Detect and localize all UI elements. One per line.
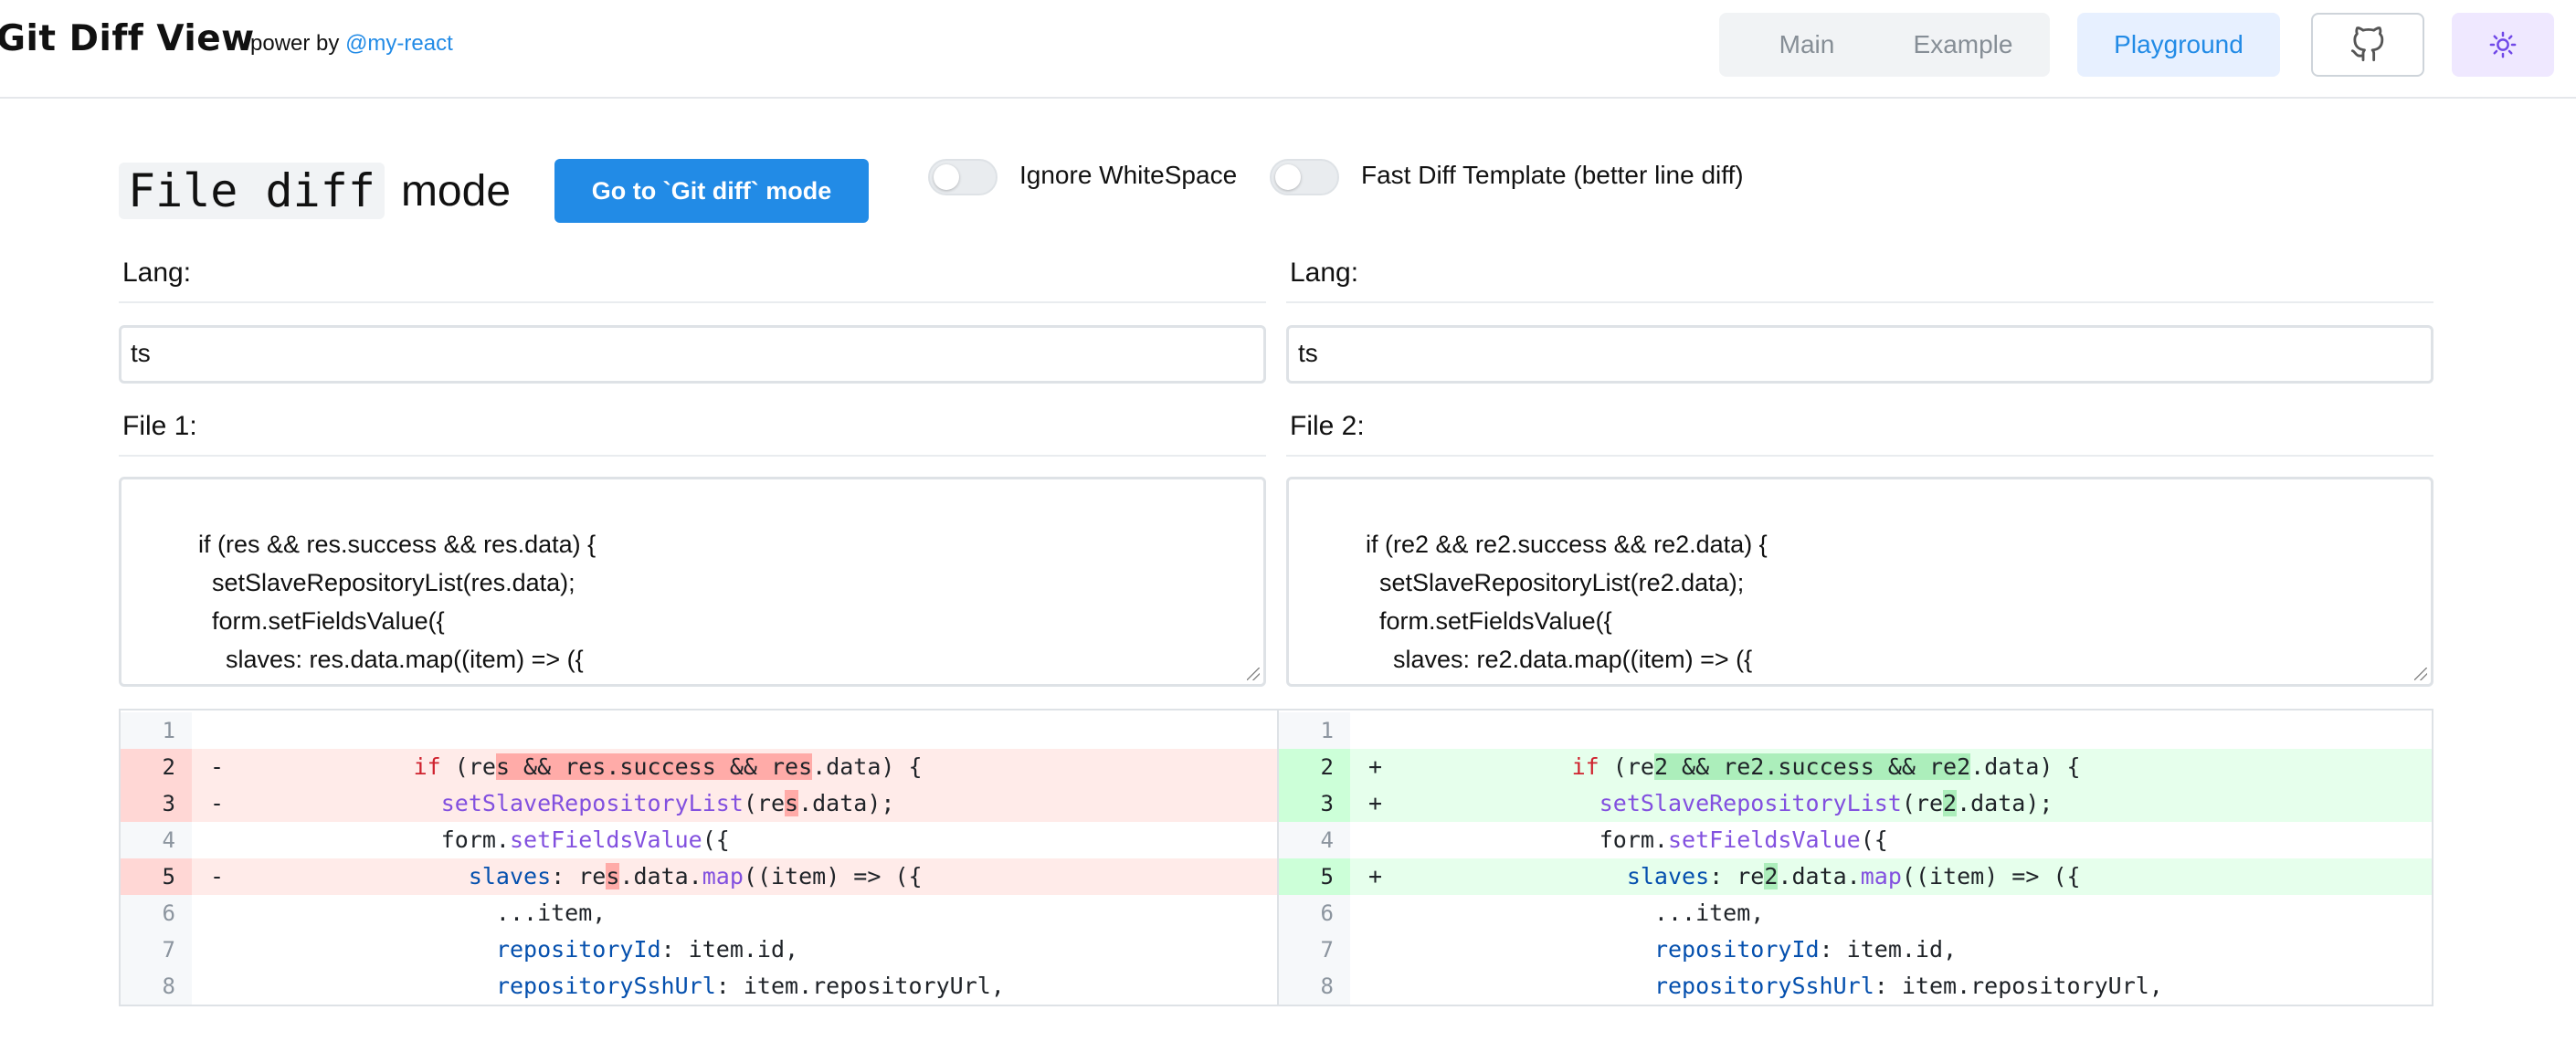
divider	[119, 455, 1266, 457]
code-line: repositoryId: item.id,	[495, 936, 799, 963]
addition-marker: +	[1368, 790, 1383, 816]
textarea-line: setSlaveRepositoryList(res.data);	[198, 569, 575, 596]
left-lang-input[interactable]: ts	[119, 325, 1266, 384]
divider	[1286, 455, 2433, 457]
code-line: if (res && res.success && res.data) {	[413, 753, 923, 780]
diff-row: 7 repositoryId: item.id,	[1279, 931, 2432, 968]
textarea-line: setSlaveRepositoryList(re2.data);	[1366, 569, 1745, 596]
divider	[119, 301, 1266, 303]
line-number: 8	[1279, 968, 1350, 1005]
code-line: setSlaveRepositoryList(re2.data);	[1599, 790, 2053, 816]
diff-row: 3- setSlaveRepositoryList(res.data);	[121, 785, 1277, 822]
left-lang-label: Lang:	[122, 258, 192, 288]
line-number: 6	[121, 895, 192, 931]
mode-code-label: File diff	[119, 163, 385, 219]
line-number: 7	[1279, 931, 1350, 968]
ignore-whitespace-toggle[interactable]	[928, 159, 998, 195]
deletion-marker: -	[210, 863, 225, 889]
nav-playground-button[interactable]: Playground	[2077, 13, 2280, 77]
diff-row: 2 + if (re2 && re2.success && re2.data) {	[1279, 749, 2432, 785]
divider	[1286, 301, 2433, 303]
page-title: File diff mode	[119, 163, 511, 219]
deletion-marker: -	[210, 790, 225, 816]
code-line: ...item,	[248, 900, 607, 926]
code-line: form.setFieldsValue({	[1407, 826, 1888, 853]
diff-row: 4 form.setFieldsValue({	[1279, 822, 2432, 858]
diff-row: 2- if (res && res.success && res.data) {	[121, 749, 1277, 785]
code-line: ...item,	[1407, 900, 1765, 926]
app-title: Git Diff View	[0, 18, 255, 59]
toggle-knob	[934, 164, 959, 190]
switch-to-git-diff-button[interactable]: Go to `Git diff` mode	[554, 159, 869, 223]
fast-diff-label: Fast Diff Template (better line diff)	[1361, 161, 1744, 189]
diff-row: 7 repositoryId: item.id,	[121, 931, 1277, 968]
left-file-label: File 1:	[122, 411, 197, 441]
right-lang-input[interactable]: ts	[1286, 325, 2433, 384]
textarea-line: form.setFieldsValue({	[198, 607, 445, 635]
textarea-line: if (res && res.success && res.data) {	[198, 531, 596, 558]
diff-row: 1	[1279, 712, 2432, 749]
code-line: slaves: re2.data.map((item) => ({	[1626, 863, 2081, 889]
line-number: 6	[1279, 895, 1350, 931]
code-line: if (re2 && re2.success && re2.data) {	[1571, 753, 2081, 780]
diff-row: 5 + slaves: re2.data.map((item) => ({	[1279, 858, 2432, 895]
diff-row: 4 form.setFieldsValue({	[121, 822, 1277, 858]
top-header: Git Diff View power by @my-react Main Ex…	[0, 0, 2576, 99]
line-number: 8	[121, 968, 192, 1005]
line-number: 2	[1279, 749, 1350, 785]
right-lang-label: Lang:	[1290, 258, 1359, 288]
nav-example-button[interactable]: Example	[1876, 13, 2050, 77]
github-icon	[2350, 26, 2384, 62]
line-number: 4	[121, 822, 192, 858]
line-number: 5	[1279, 858, 1350, 895]
textarea-line: slaves: re2.data.map((item) => ({	[1366, 646, 1753, 673]
sun-icon	[2489, 31, 2517, 58]
code-line: repositoryId: item.id,	[1653, 936, 1958, 963]
power-by-link[interactable]: @my-react	[345, 31, 453, 56]
line-number: 2	[121, 749, 192, 785]
nav-main-button[interactable]: Main	[1719, 13, 1895, 77]
resize-handle[interactable]	[2414, 668, 2427, 680]
code-line: setSlaveRepositoryList(res.data);	[440, 790, 895, 816]
diff-row: 6 ...item,	[1279, 895, 2432, 931]
textarea-line: if (re2 && re2.success && re2.data) {	[1366, 531, 1768, 558]
code-line: repositorySshUrl: item.repositoryUrl,	[1653, 973, 2163, 999]
addition-marker: +	[1368, 863, 1383, 889]
line-number: 3	[121, 785, 192, 822]
deletion-marker: -	[210, 753, 225, 780]
code-line: form.setFieldsValue({	[248, 826, 730, 853]
right-file-label: File 2:	[1290, 411, 1365, 441]
toggle-knob	[1275, 164, 1301, 190]
code-line: slaves: res.data.map((item) => ({	[468, 863, 923, 889]
diff-row: 5- slaves: res.data.map((item) => ({	[121, 858, 1277, 895]
line-number: 1	[1279, 712, 1350, 749]
code-line: repositorySshUrl: item.repositoryUrl,	[495, 973, 1005, 999]
textarea-line: form.setFieldsValue({	[1366, 607, 1612, 635]
fast-diff-toggle[interactable]	[1270, 159, 1339, 195]
diff-row: 1	[121, 712, 1277, 749]
diff-row: 8 repositorySshUrl: item.repositoryUrl,	[121, 968, 1277, 1005]
line-number: 3	[1279, 785, 1350, 822]
power-by-prefix: power by	[250, 31, 340, 56]
diff-row: 3 + setSlaveRepositoryList(re2.data);	[1279, 785, 2432, 822]
left-file-textarea[interactable]: if (res && res.success && res.data) { se…	[119, 477, 1266, 687]
ignore-whitespace-label: Ignore WhiteSpace	[1019, 161, 1238, 189]
line-number: 5	[121, 858, 192, 895]
right-file-textarea[interactable]: if (re2 && re2.success && re2.data) { se…	[1286, 477, 2433, 687]
resize-handle[interactable]	[1247, 668, 1260, 680]
line-number: 1	[121, 712, 192, 749]
line-number: 7	[121, 931, 192, 968]
github-button[interactable]	[2311, 13, 2424, 77]
addition-marker: +	[1368, 753, 1383, 780]
diff-row: 6 ...item,	[121, 895, 1277, 931]
power-by-text: power by @my-react	[250, 31, 453, 57]
theme-toggle-button[interactable]	[2452, 13, 2554, 77]
diff-row: 8 repositorySshUrl: item.repositoryUrl,	[1279, 968, 2432, 1005]
mode-word-label: mode	[400, 166, 512, 216]
textarea-line: slaves: res.data.map((item) => ({	[198, 646, 584, 673]
line-number: 4	[1279, 822, 1350, 858]
